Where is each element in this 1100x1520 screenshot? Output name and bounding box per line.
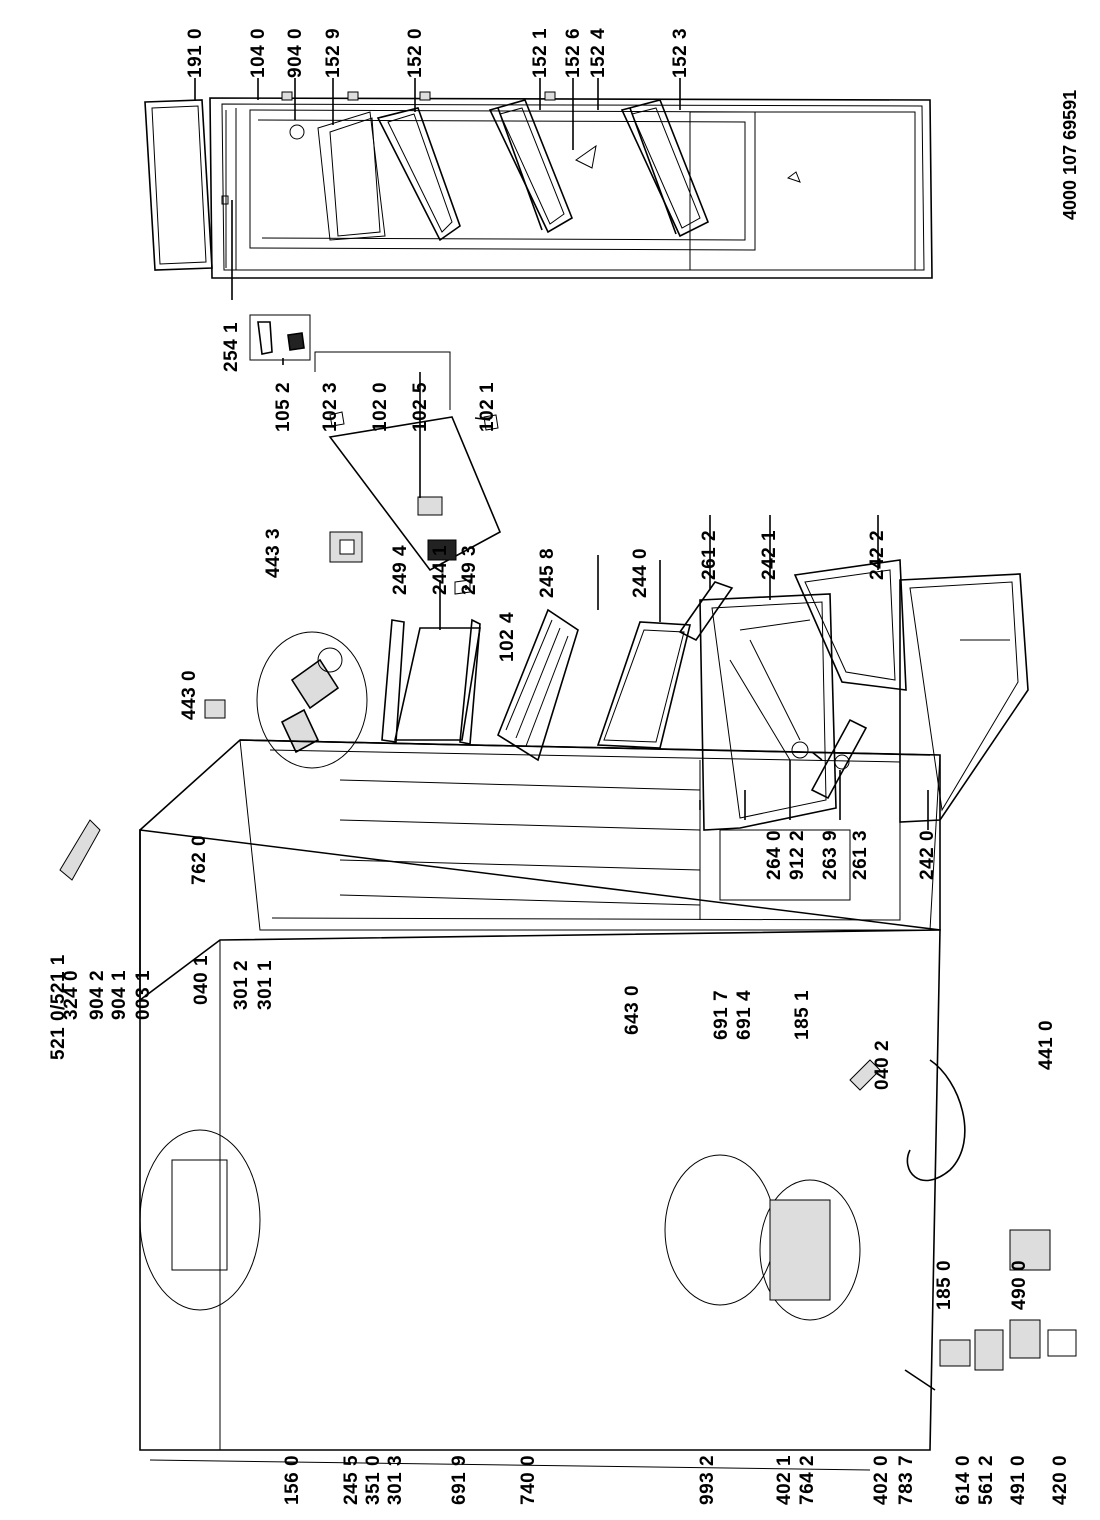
callout: 402 1 [774,1454,795,1505]
callout: 301 2 [231,959,252,1010]
callout: 040 1 [191,954,212,1005]
callout: 904 1 [109,969,130,1020]
callout: 783 7 [896,1454,917,1505]
callout: 244 1 [430,544,451,595]
callout: 764 2 [797,1454,818,1505]
callout: 904 0 [285,27,306,78]
crisper-drawers [678,559,1029,831]
callout: 245 5 [341,1454,362,1505]
callout: 261 3 [850,829,871,880]
callout: 040 2 [872,1039,893,1090]
callout: 740 0 [518,1454,539,1505]
callout: 244 0 [630,547,651,598]
callout: 104 0 [248,27,269,78]
door-shelf-191-0 [144,99,229,271]
callout: 643 0 [622,984,643,1035]
callout: 102 3 [320,381,341,432]
callout: 245 8 [537,547,558,598]
callout: 420 0 [1050,1454,1071,1505]
callout: 102 0 [370,381,391,432]
callout: 102 4 [497,611,518,662]
callout: 691 7 [711,989,732,1040]
callout: 254 1 [221,321,242,372]
callout: 490 0 [1009,1259,1030,1310]
callout: 264 0 [764,829,785,880]
callout: 351 0 [363,1454,384,1505]
callout: 152 0 [405,27,426,78]
cabinet-body [59,739,941,1471]
callout: 185 0 [934,1259,955,1310]
door-bin-152-3 [620,99,710,238]
callout: 521 0/521 1 [48,954,69,1060]
callout: 156 0 [282,1454,303,1505]
fan-unit-443-0 [204,531,368,769]
callout: 263 9 [820,829,841,880]
door-bin-152-1 [488,99,573,234]
door-bin-152-9 [317,111,386,241]
callout: 904 2 [87,969,108,1020]
callout: 242 0 [917,829,938,880]
door-assembly [144,91,933,279]
callout: 261 2 [699,529,720,580]
callout: 249 4 [390,544,411,595]
callout: 614 0 [953,1454,974,1505]
callout: 185 1 [792,989,813,1040]
callout: 691 9 [449,1454,470,1505]
callout: 443 0 [179,669,200,720]
callout: 491 0 [1008,1454,1029,1505]
callout: 402 0 [871,1454,892,1505]
callout: 242 1 [759,529,780,580]
callout: 993 2 [697,1454,718,1505]
callout: 242 2 [867,529,888,580]
callout: 762 0 [189,834,210,885]
callout: 301 3 [385,1454,406,1505]
callout: 561 2 [976,1454,997,1505]
callout: 441 0 [1036,1019,1057,1070]
hinge-kit-105-2 [249,314,311,361]
callout: 443 3 [263,527,284,578]
callout: 152 3 [670,27,691,78]
electrical-parts [904,1229,1077,1391]
leader-lines [194,78,929,830]
callout: 102 5 [410,381,431,432]
callout: 105 2 [273,381,294,432]
document-number: 4000 107 69591 [1060,89,1080,220]
callout: 912 2 [787,829,808,880]
callout: 249 3 [459,544,480,595]
callout: 003 1 [133,969,154,1020]
door-bin-152-0 [376,107,461,242]
power-cord [849,1059,966,1182]
callout: 301 1 [255,959,276,1010]
callout: 152 4 [588,27,609,78]
callout: 152 1 [530,27,551,78]
shelves [381,608,692,762]
callout: 102 1 [477,381,498,432]
callout: 191 0 [185,27,206,78]
cover-102-0 [314,351,502,595]
callout: 691 4 [734,989,755,1040]
callout: 152 6 [563,27,584,78]
callout: 152 9 [323,27,344,78]
